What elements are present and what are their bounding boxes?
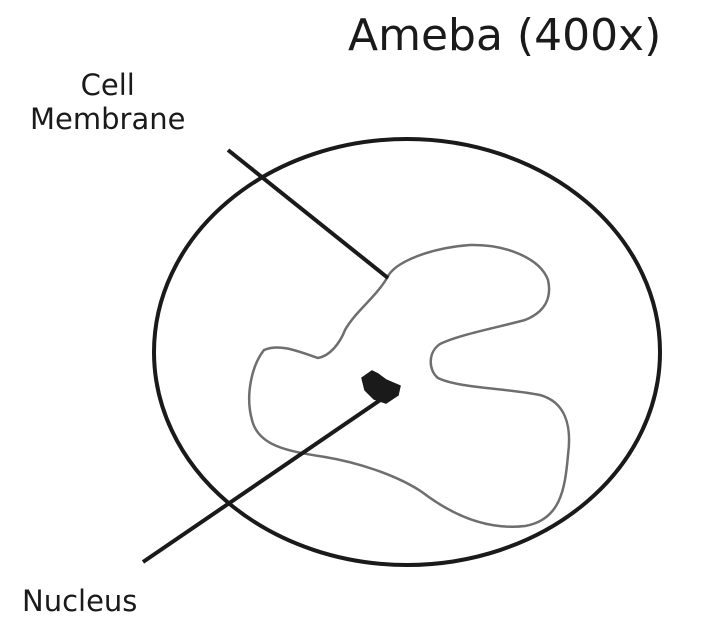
ameba-outline [249,245,569,527]
nucleus-pointer-line [143,392,392,562]
cell-membrane-pointer-line [228,150,388,278]
